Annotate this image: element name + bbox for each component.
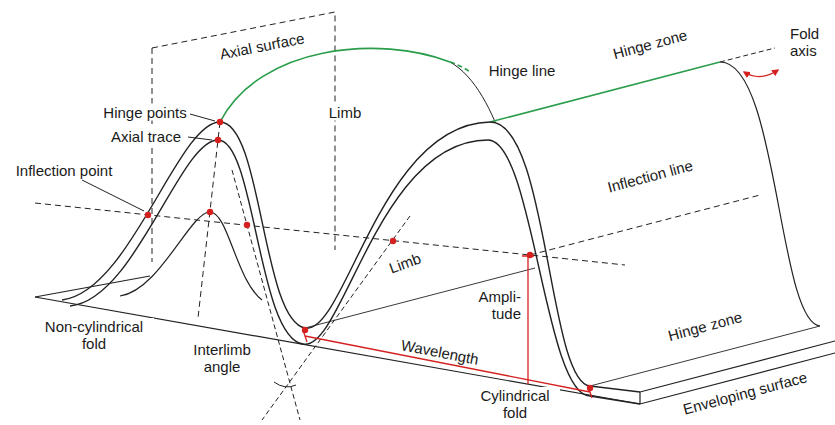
fold-label: Hinge points (101, 104, 188, 121)
marker-points (145, 119, 593, 391)
inflection-line (35, 203, 625, 265)
fold-label: Non-cylindrical fold (34, 318, 154, 352)
interlimb-tangents (232, 170, 410, 420)
layer-bottom (70, 140, 640, 404)
axial-trace (198, 122, 220, 318)
fold-label: Axial trace (109, 128, 183, 145)
hinge-line-hidden (450, 62, 470, 72)
fold-label: Ampli- tude (471, 288, 523, 322)
fold-label: Interlimb angle (182, 341, 262, 375)
fold-label: Hinge line (487, 62, 558, 79)
rotation-arrow (744, 70, 778, 77)
cylindrical-fold-surface (305, 62, 820, 386)
fold-label: Limb (327, 104, 364, 121)
fold-label: Inflection point (14, 162, 115, 179)
fold-label: Axial surface (216, 29, 307, 63)
inflection-line-axial (530, 195, 760, 255)
fold-label: Hinge zone (609, 25, 691, 62)
inner-layer (120, 212, 262, 300)
hinge-line-curved (220, 48, 450, 122)
angle-arc (274, 382, 296, 387)
fold-label: Fold axis (788, 25, 832, 59)
trough-lines (305, 268, 820, 386)
fold-label: Cylindrical fold (470, 387, 560, 421)
fold-axis-line (720, 48, 775, 62)
fold-back-profile (720, 62, 820, 326)
base-plane-edge (35, 276, 150, 297)
amplitude-line (522, 256, 534, 384)
